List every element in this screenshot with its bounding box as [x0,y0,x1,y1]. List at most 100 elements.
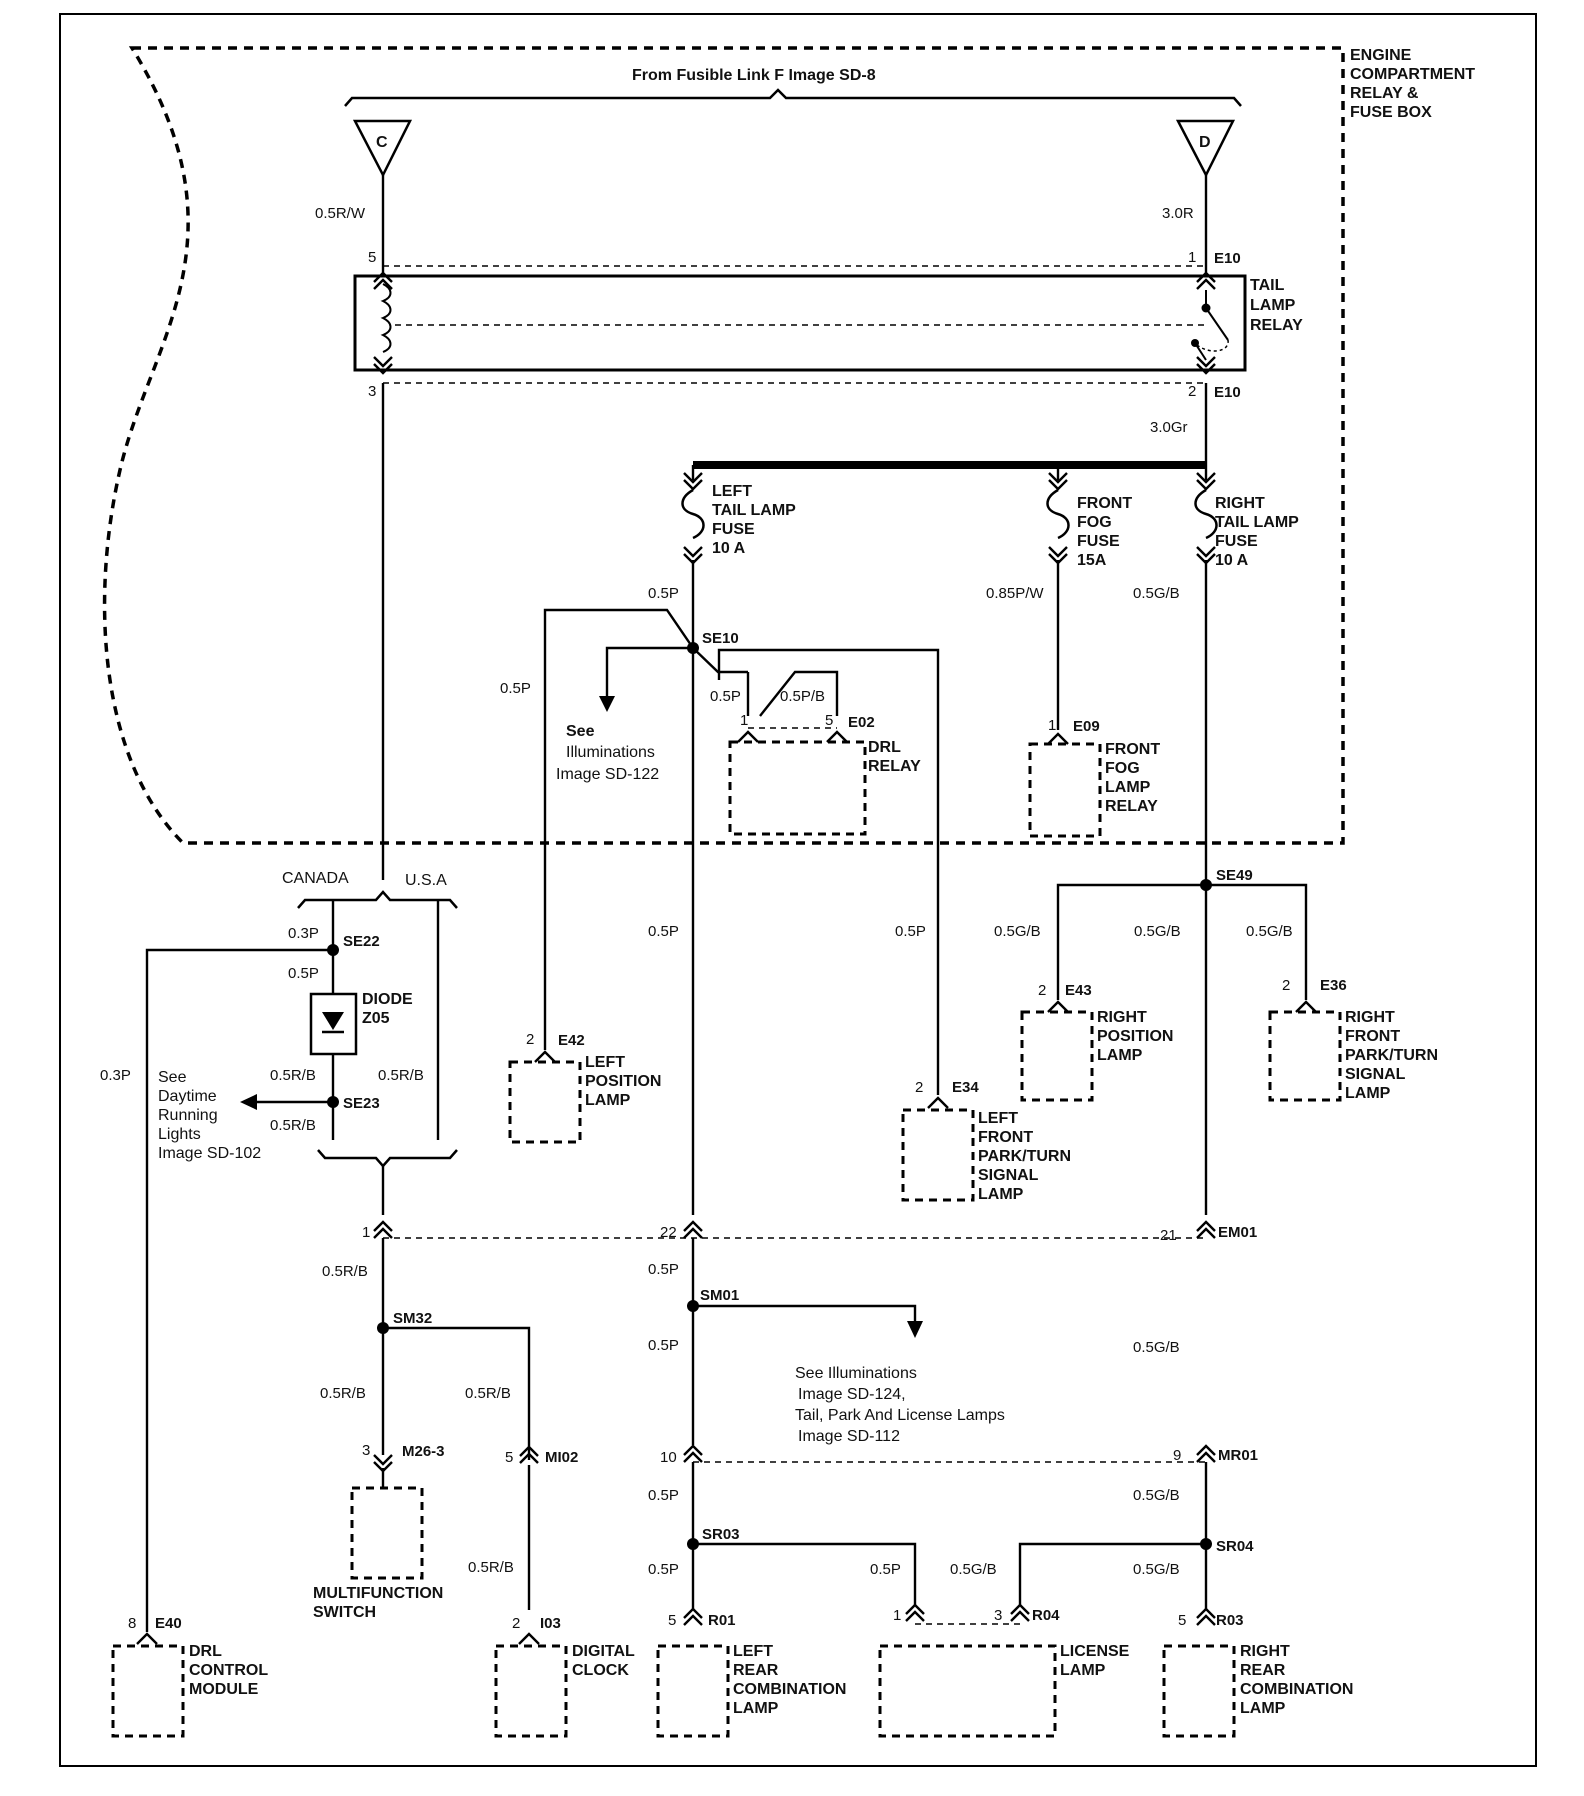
wire-30r: 3.0R [1162,205,1194,222]
svg-text:Tail, Park And License Lamps: Tail, Park And License Lamps [795,1407,1005,1424]
svg-text:5: 5 [505,1449,513,1466]
svg-text:0.5G/B: 0.5G/B [1133,1561,1180,1578]
svg-text:COMBINATION: COMBINATION [733,1681,846,1698]
svg-text:FRONT: FRONT [1345,1028,1400,1045]
svg-text:LAMP: LAMP [1097,1047,1143,1064]
svg-text:COMBINATION: COMBINATION [1240,1681,1353,1698]
svg-text:LAMP: LAMP [978,1186,1024,1203]
svg-text:RIGHT: RIGHT [1215,495,1265,512]
svg-text:ENGINE: ENGINE [1350,47,1412,64]
source-label: From Fusible Link F Image SD-8 [632,67,876,84]
svg-text:1: 1 [362,1224,370,1241]
svg-text:2: 2 [512,1615,520,1632]
splice-se22: SE22 [343,933,380,950]
svg-text:E43: E43 [1065,982,1092,999]
splice-se49: SE49 [1216,867,1253,884]
svg-text:LEFT: LEFT [978,1110,1018,1127]
svg-text:MULTIFUNCTION: MULTIFUNCTION [313,1585,443,1602]
front-fog-fuse: FRONT FOG FUSE 15A [1046,465,1132,569]
svg-text:10 A: 10 A [1215,552,1249,569]
svg-text:3: 3 [362,1442,370,1459]
svg-text:Running: Running [158,1107,218,1124]
svg-text:0.5P: 0.5P [710,688,741,705]
svg-text:0.5P: 0.5P [648,1487,679,1504]
drl-control-module: 8 E40 DRL CONTROL MODULE [111,1615,268,1738]
svg-text:5: 5 [668,1612,676,1629]
svg-text:E10: E10 [1214,250,1241,267]
svg-text:SWITCH: SWITCH [313,1604,376,1621]
right-rear-combination-lamp: 5 R03 RIGHT REAR COMBINATION LAMP [1162,1607,1353,1738]
svg-text:0.5P: 0.5P [648,1337,679,1354]
svg-text:DRL: DRL [868,739,901,756]
svg-text:0.5R/B: 0.5R/B [322,1263,368,1280]
svg-text:0.5R/B: 0.5R/B [320,1385,366,1402]
svg-text:3: 3 [368,383,376,400]
svg-text:0.3P: 0.3P [288,925,319,942]
svg-text:Image SD-122: Image SD-122 [556,766,659,783]
svg-text:MI02: MI02 [545,1449,578,1466]
svg-text:FOG: FOG [1105,760,1140,777]
svg-text:PARK/TURN: PARK/TURN [978,1148,1071,1165]
terminal-c: C [352,119,413,178]
svg-text:LAMP: LAMP [1060,1662,1106,1679]
svg-text:EM01: EM01 [1218,1224,1257,1241]
svg-text:Illuminations: Illuminations [566,744,655,761]
svg-text:2: 2 [1188,383,1196,400]
wire-30gr: 3.0Gr [1150,419,1188,436]
connector-mr01: 10 9 MR01 [660,1444,1258,1466]
svg-text:RELAY: RELAY [868,758,921,775]
svg-text:10 A: 10 A [712,540,746,557]
multifunction-switch: 3 M26-3 MULTIFUNCTION SWITCH [313,1442,445,1621]
svg-text:15A: 15A [1077,552,1107,569]
svg-text:SIGNAL: SIGNAL [1345,1066,1406,1083]
svg-text:0.5P: 0.5P [648,1261,679,1278]
svg-text:21: 21 [1160,1227,1177,1244]
svg-text:See: See [158,1069,187,1086]
left-front-park-turn-lamp: 2 E34 LEFT FRONT PARK/TURN SIGNAL LAMP [901,1079,1071,1203]
svg-text:LAMP: LAMP [585,1092,631,1109]
svg-text:POSITION: POSITION [585,1073,661,1090]
note-drl-102: See Daytime Running Lights Image SD-102 [158,1069,261,1162]
svg-text:1: 1 [740,712,748,729]
splice-sr03: SR03 [702,1526,740,1543]
svg-text:1: 1 [1188,249,1196,266]
svg-text:0.5P: 0.5P [648,1561,679,1578]
svg-text:0.5P: 0.5P [288,965,319,982]
svg-text:FRONT: FRONT [1077,495,1132,512]
svg-text:5: 5 [1178,1612,1186,1629]
svg-text:See: See [566,723,595,740]
connector-mi02: 5 MI02 [505,1445,578,1466]
svg-text:0.5P: 0.5P [648,923,679,940]
svg-text:E36: E36 [1320,977,1347,994]
svg-text:MODULE: MODULE [189,1681,259,1698]
svg-text:FUSE: FUSE [1077,533,1120,550]
svg-text:R04: R04 [1032,1607,1060,1624]
svg-text:3: 3 [994,1607,1002,1624]
terminal-d: D [1175,119,1236,178]
svg-text:0.5G/B: 0.5G/B [950,1561,997,1578]
svg-text:0.5G/B: 0.5G/B [1246,923,1293,940]
front-fog-lamp-relay: 1 E09 FRONT FOG LAMP RELAY [1028,717,1160,838]
svg-text:LEFT: LEFT [733,1643,773,1660]
svg-text:LEFT: LEFT [712,483,752,500]
svg-text:0.5R/B: 0.5R/B [378,1067,424,1084]
svg-text:0.5G/B: 0.5G/B [1133,1487,1180,1504]
svg-text:2: 2 [1038,982,1046,999]
svg-text:1: 1 [893,1607,901,1624]
right-front-park-turn-lamp: 2 E36 RIGHT FRONT PARK/TURN SIGNAL LAMP [1268,977,1438,1102]
svg-text:LAMP: LAMP [1345,1085,1391,1102]
svg-text:8: 8 [128,1615,136,1632]
svg-text:RELAY: RELAY [1250,317,1303,334]
region-canada: CANADA [282,870,349,887]
svg-text:REAR: REAR [1240,1662,1286,1679]
splice-sm32: SM32 [393,1310,432,1327]
svg-text:See Illuminations: See Illuminations [795,1365,917,1382]
svg-text:0.5P: 0.5P [648,585,679,602]
svg-text:E09: E09 [1073,718,1100,735]
splice-sr04: SR04 [1216,1538,1254,1555]
svg-text:0.5R/B: 0.5R/B [270,1117,316,1134]
svg-text:MR01: MR01 [1218,1447,1258,1464]
svg-text:FUSE: FUSE [712,521,755,538]
svg-text:0.85P/W: 0.85P/W [986,585,1044,602]
svg-text:0.5P: 0.5P [895,923,926,940]
